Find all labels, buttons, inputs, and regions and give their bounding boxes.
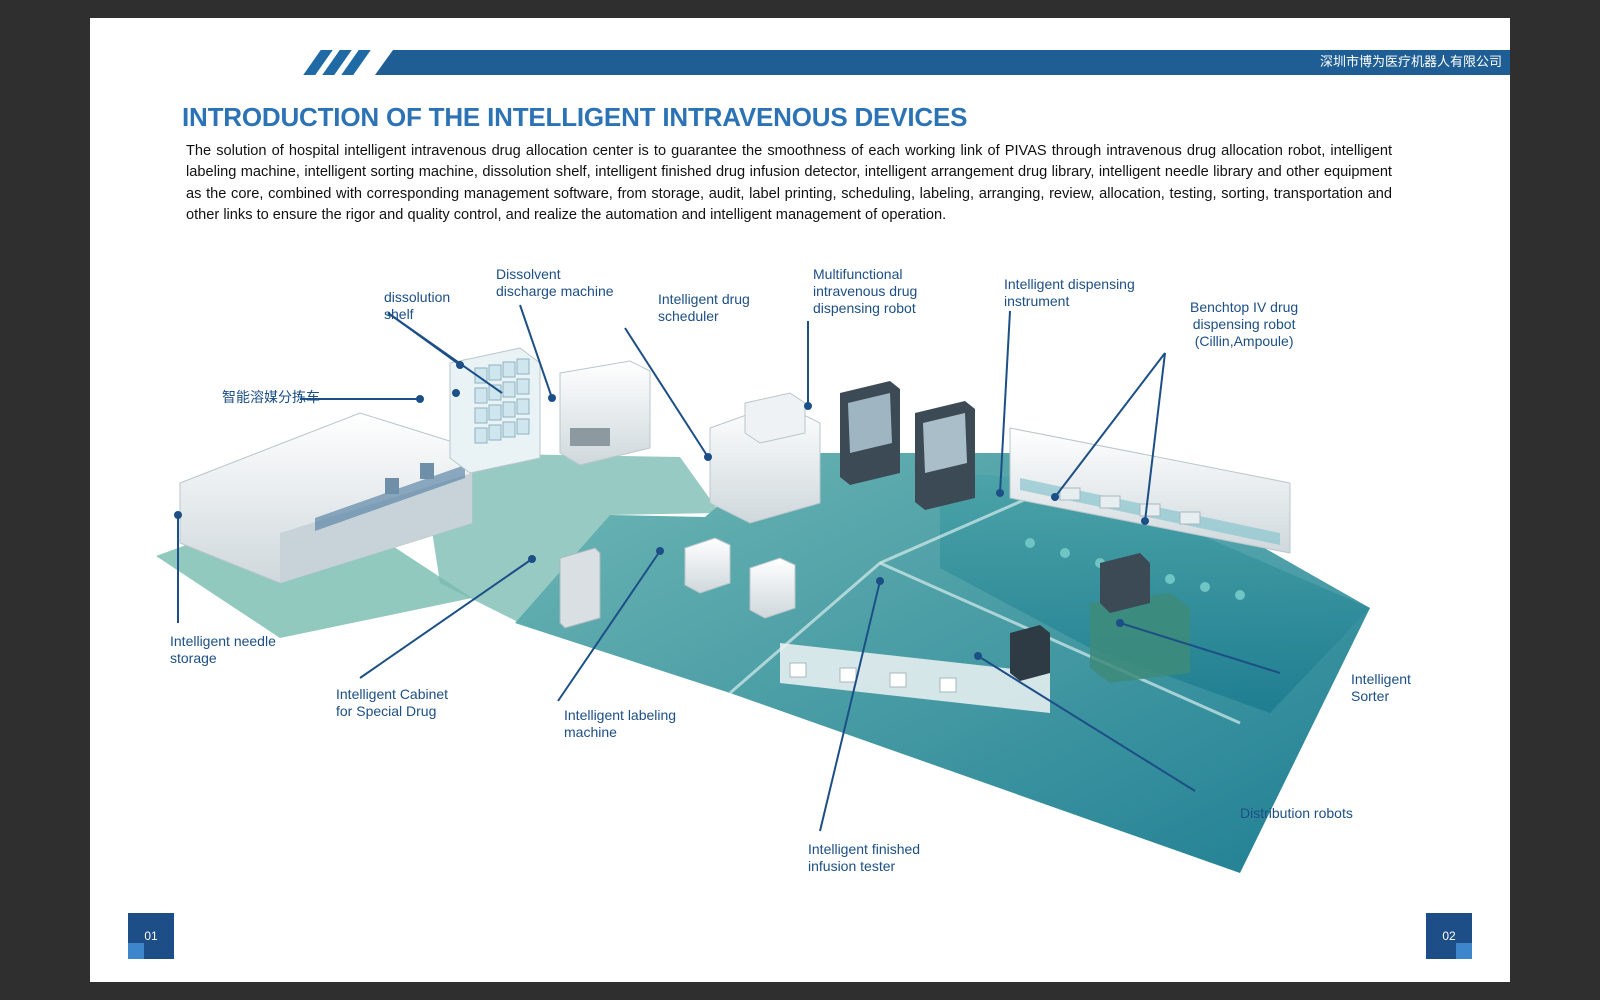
page-number-text: 02 [1442,929,1455,943]
page-number-accent [128,943,144,959]
label-needle-storage: Intelligent needle storage [170,633,276,667]
page-number-text: 01 [144,929,157,943]
label-infusion-tester: Intelligent finished infusion tester [808,841,920,875]
header-bar: 深圳市博为医疗机器人有限公司 [375,50,1510,75]
label-sorter: Intelligent Sorter [1351,671,1411,705]
label-dissolvent-discharge-machine: Dissolvent discharge machine [496,266,614,300]
label-distribution-robots: Distribution robots [1240,805,1353,822]
label-drug-scheduler: Intelligent drug scheduler [658,291,750,325]
label-multifunctional-robot: Multifunctional intravenous drug dispens… [813,266,917,317]
label-benchtop-robot: Benchtop IV drug dispensing robot (Cilli… [1190,299,1298,350]
page-title: INTRODUCTION OF THE INTELLIGENT INTRAVEN… [182,102,967,133]
label-solvent-sorting-cart: 智能溶媒分拣车 [222,390,320,407]
label-special-drug-cabinet: Intelligent Cabinet for Special Drug [336,686,448,720]
label-dispensing-instrument: Intelligent dispensing instrument [1004,276,1135,310]
label-dissolution-shelf: dissolution shelf [384,289,450,323]
page-number-left: 01 [128,913,174,959]
label-labeling-machine: Intelligent labeling machine [564,707,676,741]
intro-paragraph: The solution of hospital intelligent int… [186,141,1392,226]
facility-diagram: dissolution shelf Dissolvent discharge m… [140,253,1480,903]
page-number-right: 02 [1426,913,1472,959]
page-number-accent [1456,943,1472,959]
company-name: 深圳市博为医疗机器人有限公司 [1320,50,1502,75]
brochure-page: 深圳市博为医疗机器人有限公司 INTRODUCTION OF THE INTEL… [90,18,1510,982]
